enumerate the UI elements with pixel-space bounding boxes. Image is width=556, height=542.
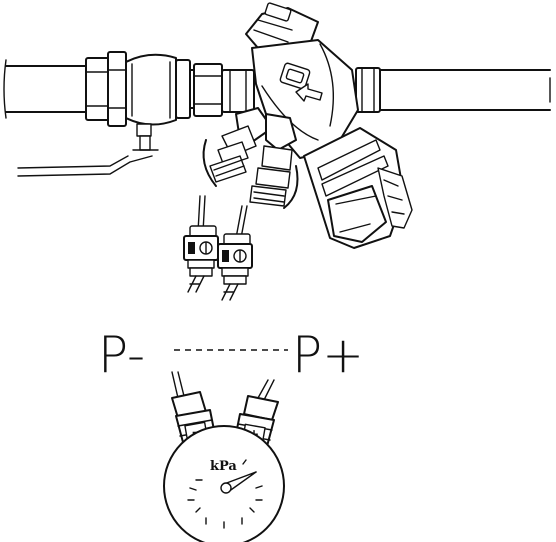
middle-fittings: [189, 63, 255, 117]
test-point-left: [202, 107, 273, 187]
test-point-right: [249, 113, 299, 209]
p-plus-label: P+: [292, 326, 364, 384]
p-minus-label: P-: [98, 326, 145, 384]
pressure-labels: P- P+: [98, 326, 364, 384]
left-pipe: [3, 59, 91, 119]
test-probe-icon: [183, 195, 253, 301]
right-pipe: [355, 67, 551, 113]
pressure-gauge-icon: - + kPa: [163, 371, 285, 542]
minus-sign: -: [192, 425, 197, 439]
ball-valve-icon: [17, 51, 191, 177]
balancing-valve-icon: [245, 2, 413, 249]
gauge-unit-label: kPa: [210, 459, 237, 474]
